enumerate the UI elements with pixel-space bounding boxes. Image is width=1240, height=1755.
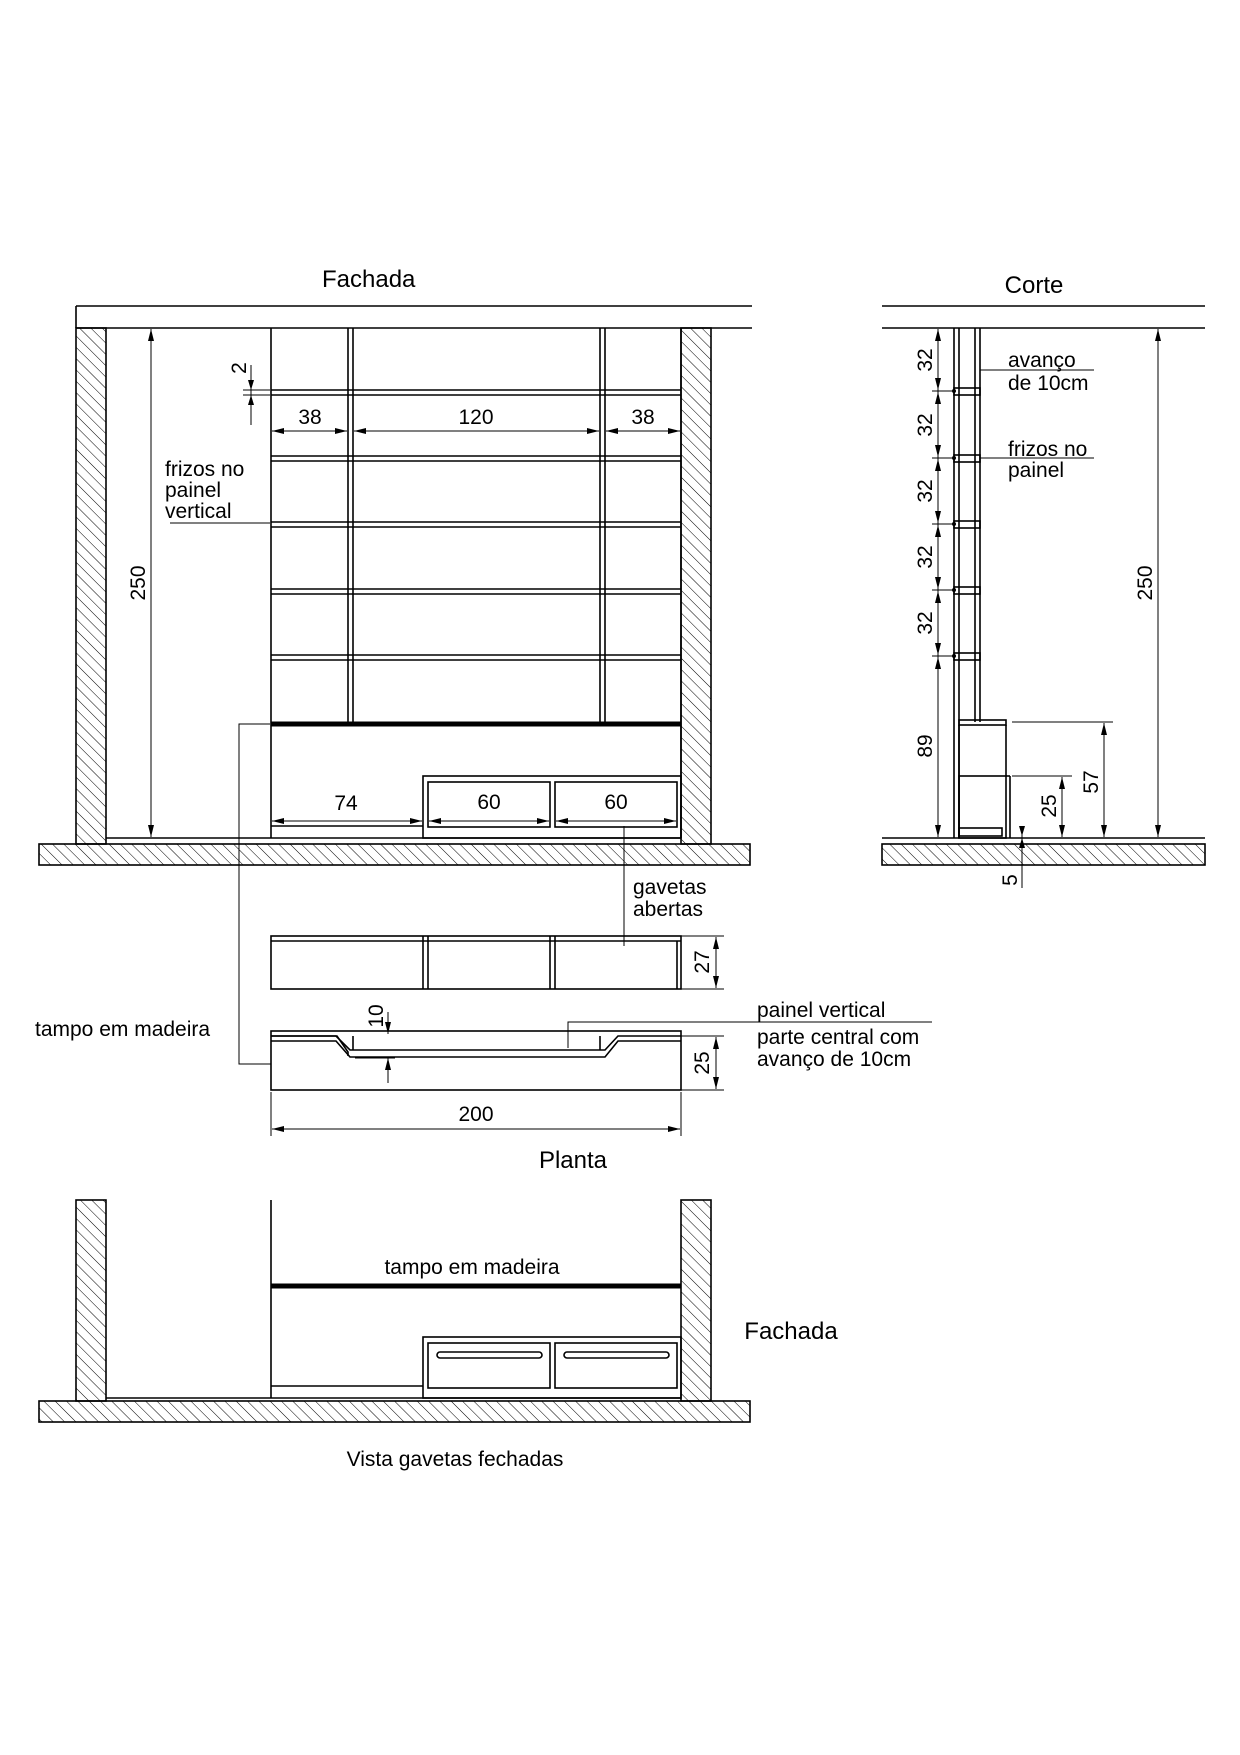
dim-frieze-gap-value: 2 [228,362,251,374]
svg-text:32: 32 [914,348,937,371]
section-view: Corte [881,272,1206,888]
shelving-panel [270,328,682,838]
svg-text:parte central com: parte central com [757,1026,919,1049]
dim-total-width: 200 [270,1092,682,1136]
svg-text:32: 32 [914,413,937,436]
dim-recess: 10 [355,1004,395,1083]
drawer-front-1 [427,781,551,828]
dim-section-shelves: 32 32 32 32 32 89 [914,327,954,837]
dim-drawer-1: 60 [477,791,500,814]
plan-open-drawers [270,935,682,990]
section-frizos-label: frizos no painel [980,438,1094,482]
dim-base-open: 74 [334,792,358,815]
dim-col-center: 120 [458,406,493,429]
dim-drawer-depth: 27 [681,935,724,990]
svg-text:25: 25 [1038,794,1061,817]
tampo-label: tampo em madeira [35,723,271,1065]
drawer-front-2 [554,781,678,828]
closed-drawer-1 [427,1342,551,1389]
floor-slab [38,843,751,866]
painel-label: painel vertical parte central com avanço… [567,999,932,1071]
closed-drawers-view: tampo em madeira Fachada Vista gavetas f… [38,1199,838,1471]
svg-text:5: 5 [999,874,1022,886]
dim-columns: 38 120 38 [272,406,680,434]
dim-base: 74 60 60 [272,791,676,824]
svg-text:32: 32 [914,611,937,634]
frizos-label: frizos no painel vertical [165,458,270,524]
svg-text:vertical: vertical [165,500,232,523]
svg-text:avanço de 10cm: avanço de 10cm [757,1048,911,1071]
plan-top-outline [270,1030,682,1091]
dim-drawer-2: 60 [604,791,627,814]
svg-text:frizos no: frizos no [165,458,244,481]
dim-col-left: 38 [298,406,321,429]
closed-view-title: Fachada [744,1318,838,1345]
section-floor [881,843,1206,866]
svg-text:gavetas: gavetas [633,876,707,899]
drawer-unit [271,775,682,839]
dim-top-height: 57 [1012,721,1113,837]
gavetas-label: gavetas abertas [623,826,707,946]
closed-view-caption: Vista gavetas fechadas [347,1448,564,1471]
plan-top-left [271,1035,349,1056]
svg-text:89: 89 [914,734,937,757]
svg-text:27: 27 [691,950,714,973]
svg-text:painel: painel [1008,459,1064,482]
left-wall [75,327,107,845]
svg-text:57: 57 [1080,770,1103,793]
svg-text:32: 32 [914,545,937,568]
facade-title: Fachada [322,266,416,293]
facade-elevation: Fachada [35,266,752,1065]
dim-frieze-gap: 2 [228,362,270,425]
dim-section-total: 250 [1134,329,1161,837]
plan-view: 27 10 25 painel verti [270,935,932,1174]
dim-drawer-height: 25 [1012,775,1072,837]
dim-col-right: 38 [631,406,654,429]
svg-text:painel: painel [165,479,221,502]
svg-text:32: 32 [914,479,937,502]
drawer-handle-1 [436,1351,543,1359]
drawer-handle-2 [563,1351,670,1359]
svg-text:200: 200 [458,1103,493,1126]
section-title: Corte [1005,272,1064,299]
svg-text:tampo em madeira: tampo em madeira [35,1018,210,1041]
svg-text:avanço: avanço [1008,349,1076,372]
closed-tampo-label: tampo em madeira [384,1256,559,1279]
closed-right-wall [680,1199,712,1402]
closed-drawer-2 [554,1342,678,1389]
svg-text:10: 10 [365,1004,388,1027]
section-panel [952,328,1011,839]
svg-text:250: 250 [1134,565,1157,600]
closed-left-wall [75,1199,107,1402]
svg-text:painel vertical: painel vertical [757,999,885,1022]
right-wall [680,327,712,845]
closed-floor [38,1400,751,1423]
avanco-label: avanço de 10cm [980,349,1094,395]
svg-text:frizos no: frizos no [1008,438,1087,461]
svg-text:de 10cm: de 10cm [1008,372,1089,395]
dim-plinth: 5 [999,826,1025,888]
plan-title: Planta [539,1147,608,1174]
svg-text:25: 25 [691,1051,714,1074]
svg-text:abertas: abertas [633,898,703,921]
dim-top-depth: 25 [681,1035,724,1091]
dim-height-total-value: 250 [127,565,150,600]
dim-height-total: 250 [127,329,154,837]
